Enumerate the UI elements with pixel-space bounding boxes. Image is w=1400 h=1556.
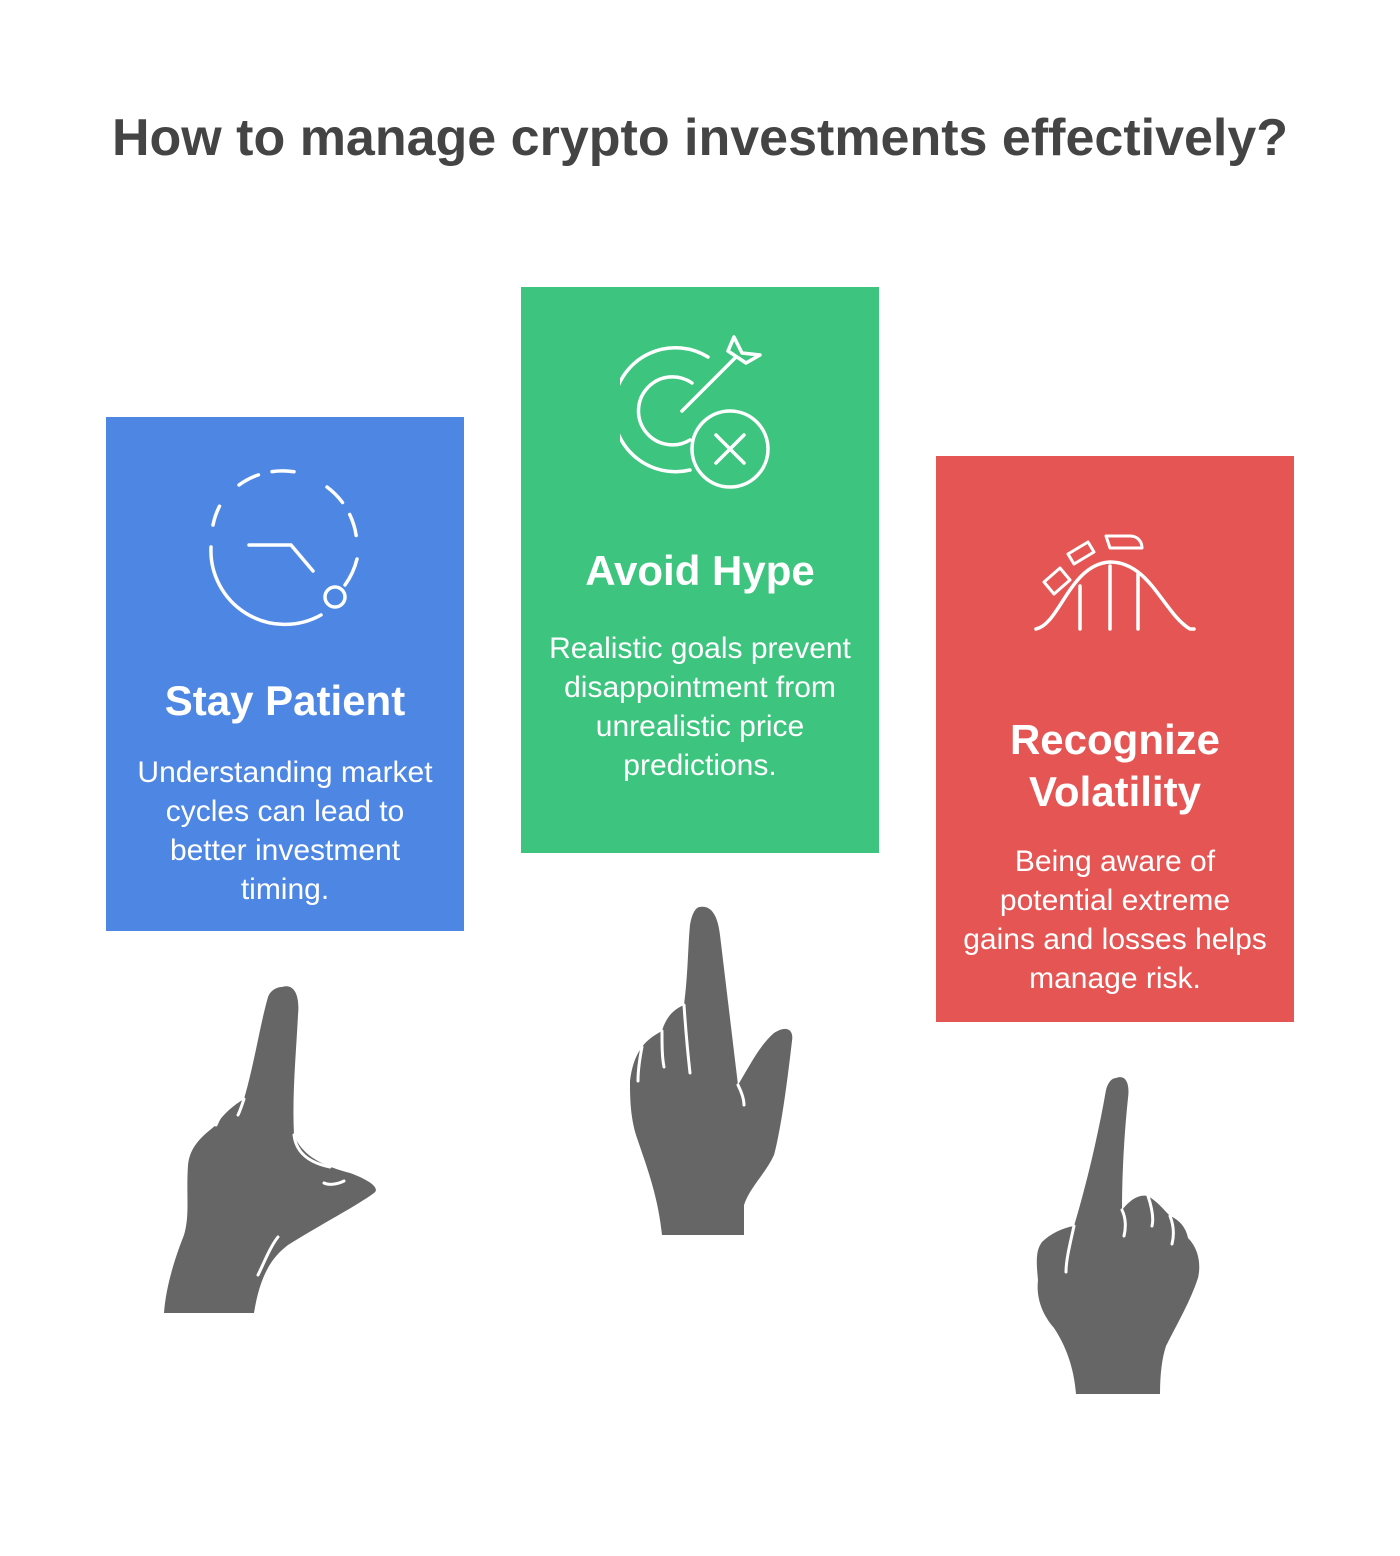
pointing-hand-icon [1036,1077,1200,1394]
card-description: Understanding market cycles can lead to … [137,756,433,906]
card-title: Stay Patient [164,677,406,724]
card-description: Being aware of potential extreme gains a… [963,845,1267,995]
card-description: Realistic goals prevent disappointment f… [549,632,851,782]
card-avoid-hype: Avoid Hype Realistic goals prevent disap… [521,287,879,853]
card-recognize-volatility: Recognize Volatility Being aware of pote… [936,456,1294,1022]
clock-cycle-icon [106,467,464,627]
pointing-hand-icon [630,906,793,1235]
roller-coaster-icon [936,534,1294,634]
target-miss-icon [521,335,879,495]
pointing-hand-icon [164,986,376,1313]
page-title: How to manage crypto investments effecti… [111,109,1289,167]
card-title: Recognize Volatility [1009,716,1221,815]
card-title: Avoid Hype [585,547,815,594]
card-stay-patient: Stay Patient Understanding market cycles… [106,417,464,931]
